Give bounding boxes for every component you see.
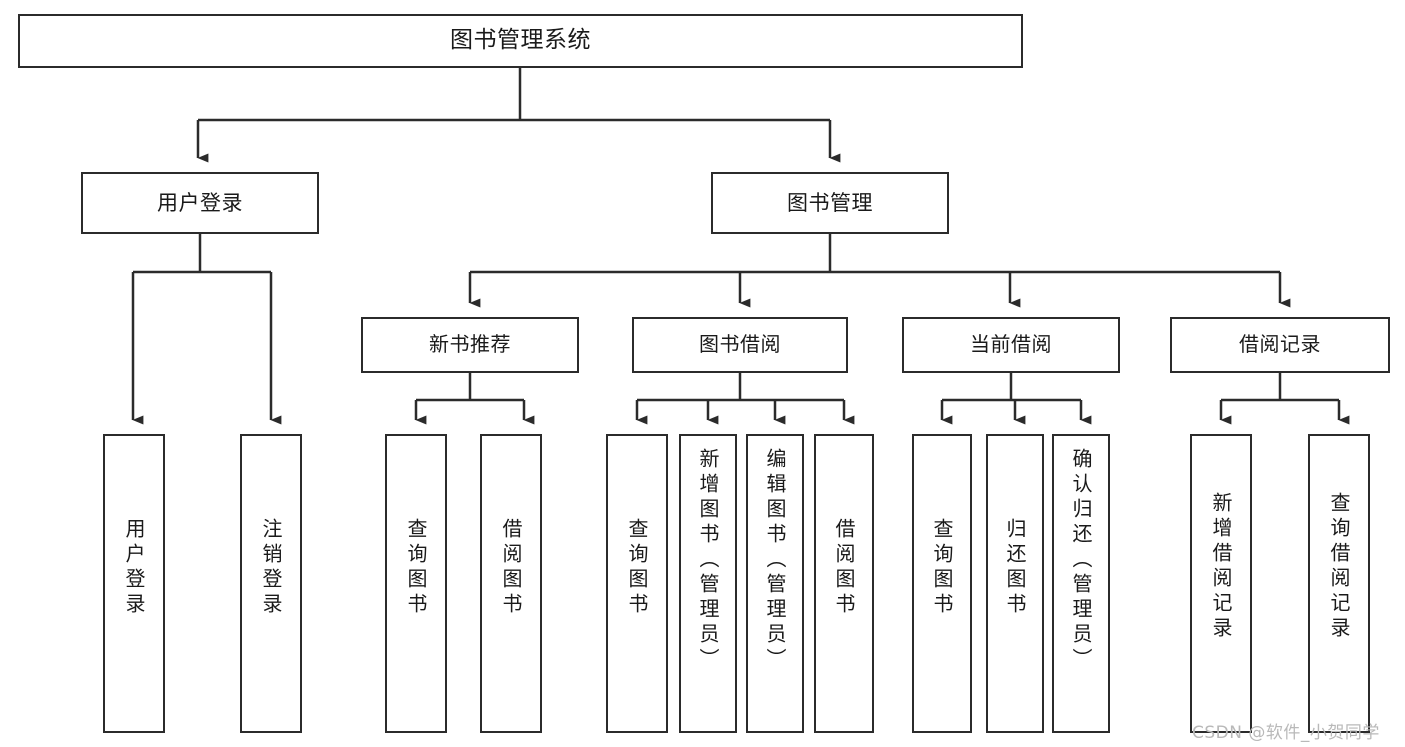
leaf-node[interactable]: 编辑图书（管理员） — [746, 434, 804, 733]
node-borrow-record[interactable]: 借阅记录 — [1170, 317, 1390, 373]
node-label: 新增图书（管理员） — [696, 448, 720, 673]
leaf-node[interactable]: 借阅图书 — [814, 434, 874, 733]
node-label: 查询借阅记录 — [1327, 492, 1351, 642]
node-label: 确认归还（管理员） — [1069, 448, 1093, 673]
leaf-node[interactable]: 确认归还（管理员） — [1052, 434, 1110, 733]
node-label: 图书管理 — [787, 190, 873, 215]
node-current-borrow[interactable]: 当前借阅 — [902, 317, 1120, 373]
node-label: 借阅图书 — [832, 518, 856, 618]
leaf-node[interactable]: 用户登录 — [103, 434, 165, 733]
leaf-node[interactable]: 新增借阅记录 — [1190, 434, 1252, 733]
node-label: 查询图书 — [625, 518, 649, 618]
node-label: 借阅记录 — [1239, 332, 1321, 357]
csdn-watermark: CSDN @软件_小贺同学 — [1192, 723, 1380, 743]
leaf-node[interactable]: 查询图书 — [912, 434, 972, 733]
node-label: 查询图书 — [930, 518, 954, 618]
node-user-login[interactable]: 用户登录 — [81, 172, 319, 234]
node-label: 新书推荐 — [429, 332, 511, 357]
node-new-book-recommend[interactable]: 新书推荐 — [361, 317, 579, 373]
leaf-node[interactable]: 查询借阅记录 — [1308, 434, 1370, 733]
node-label: 用户登录 — [122, 518, 146, 618]
leaf-node[interactable]: 查询图书 — [606, 434, 668, 733]
node-book-borrow[interactable]: 图书借阅 — [632, 317, 848, 373]
node-label: 注销登录 — [259, 518, 283, 618]
leaf-node[interactable]: 新增图书（管理员） — [679, 434, 737, 733]
node-label: 当前借阅 — [970, 332, 1052, 357]
leaf-node[interactable]: 归还图书 — [986, 434, 1044, 733]
node-label: 查询图书 — [404, 518, 428, 618]
node-book-management[interactable]: 图书管理 — [711, 172, 949, 234]
node-label: 借阅图书 — [499, 518, 523, 618]
node-label: 图书管理系统 — [450, 27, 591, 54]
node-root-system[interactable]: 图书管理系统 — [18, 14, 1023, 68]
node-label: 归还图书 — [1003, 518, 1027, 618]
leaf-node[interactable]: 查询图书 — [385, 434, 447, 733]
leaf-node[interactable]: 注销登录 — [240, 434, 302, 733]
node-label: 新增借阅记录 — [1209, 492, 1233, 642]
node-label: 用户登录 — [157, 190, 243, 215]
node-label: 编辑图书（管理员） — [763, 448, 787, 673]
node-label: 图书借阅 — [699, 332, 781, 357]
leaf-node[interactable]: 借阅图书 — [480, 434, 542, 733]
